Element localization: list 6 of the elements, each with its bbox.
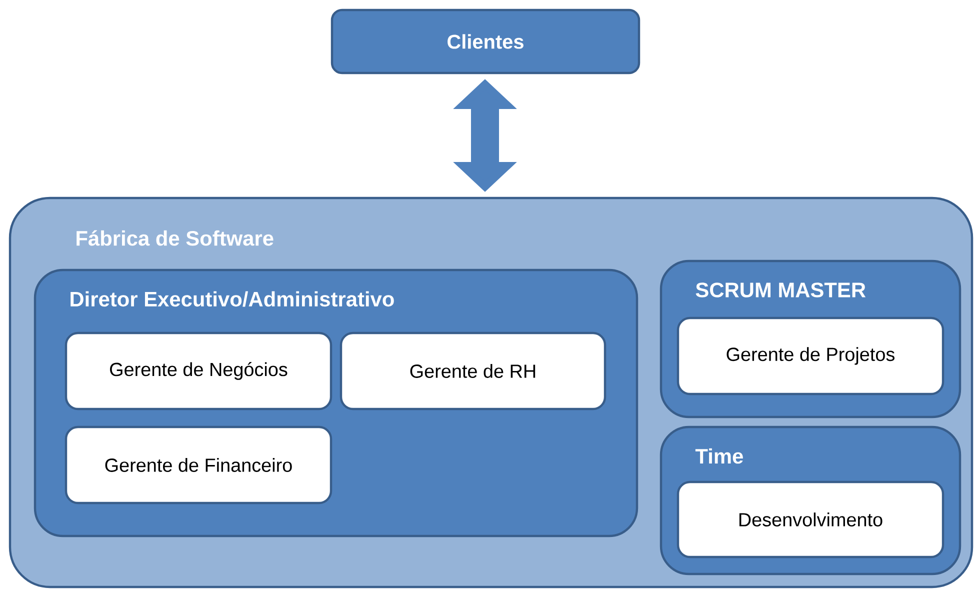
- role-box: Gerente de Projetos: [676, 316, 944, 396]
- role-box: Gerente de Financeiro: [64, 426, 332, 504]
- role-box: Gerente de RH: [340, 332, 606, 410]
- role-box: Gerente de Negócios: [64, 332, 332, 410]
- role-box: Desenvolvimento: [676, 480, 944, 558]
- center-box: Clientes: [330, 8, 640, 74]
